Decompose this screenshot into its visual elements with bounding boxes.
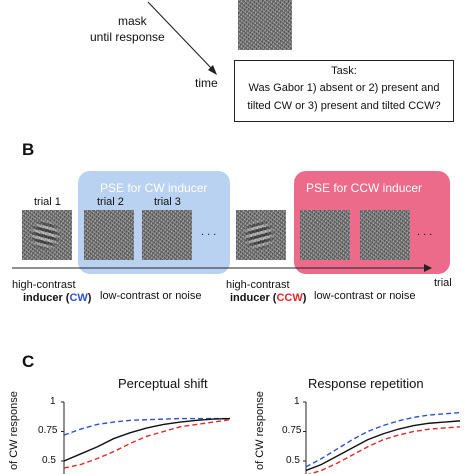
mask-noise-image bbox=[238, 0, 292, 50]
series-line-3 bbox=[307, 426, 461, 474]
task-line-2: tilted CW or 3) present and tilted CCW? bbox=[247, 100, 441, 112]
paren-open: ( bbox=[272, 292, 277, 304]
ccw-trial-noise-image-1 bbox=[300, 210, 350, 260]
paren-close: ) bbox=[87, 292, 92, 304]
left-ytick-05: 0.5 bbox=[42, 455, 56, 466]
inducer-cw-label: inducer (CW) bbox=[23, 292, 91, 304]
chart-right-title: Response repetition bbox=[308, 376, 424, 391]
low-contrast-label-cw: low-contrast or noise bbox=[100, 290, 202, 302]
left-ytick-1: 1 bbox=[50, 396, 56, 407]
paren-open: ( bbox=[65, 292, 70, 304]
right-ytick-05: 0.5 bbox=[286, 455, 300, 466]
right-ytick-1: 1 bbox=[294, 396, 300, 407]
mask-label: mask bbox=[118, 14, 147, 28]
trial-1-label: trial 1 bbox=[34, 196, 61, 208]
time-label: time bbox=[195, 76, 218, 90]
panel-letter-c: C bbox=[22, 352, 35, 371]
ccw-inducer-gabor-image bbox=[236, 210, 286, 260]
paren-close: ) bbox=[302, 292, 307, 304]
low-contrast-label-ccw: low-contrast or noise bbox=[314, 290, 416, 302]
pse-ccw-label: PSE for CCW inducer bbox=[306, 181, 423, 195]
left-ytick-075: 0.75 bbox=[38, 425, 58, 436]
chart-left-title: Perceptual shift bbox=[118, 376, 208, 391]
left-chart bbox=[61, 401, 231, 474]
task-box: Task: Was Gabor 1) absent or 2) present … bbox=[234, 60, 454, 122]
ccw-trial-noise-image-2 bbox=[360, 210, 410, 260]
trial-2-noise-image bbox=[84, 210, 134, 260]
dots-ccw: . . . bbox=[417, 226, 433, 238]
until-response-label: until response bbox=[90, 30, 165, 44]
task-line-1: Was Gabor 1) absent or 2) present and bbox=[248, 82, 440, 94]
high-contrast-label-cw: high-contrast bbox=[12, 279, 76, 291]
high-contrast-label-ccw: high-contrast bbox=[226, 279, 290, 291]
panel-letter-b: B bbox=[22, 140, 35, 159]
inducer-word: inducer bbox=[23, 292, 63, 304]
cw-text: CW bbox=[69, 292, 88, 304]
inducer-word: inducer bbox=[230, 292, 270, 304]
series-line-3 bbox=[63, 419, 231, 469]
task-title: Task: bbox=[331, 65, 357, 77]
series-line-1 bbox=[63, 417, 230, 436]
pse-cw-label: PSE for CW inducer bbox=[100, 181, 208, 195]
dots-cw: . . . bbox=[201, 226, 217, 238]
series-line-2 bbox=[63, 417, 231, 462]
right-chart bbox=[303, 401, 461, 474]
series-line-2 bbox=[305, 420, 461, 472]
right-ytick-075: 0.75 bbox=[282, 425, 302, 436]
ccw-text: CCW bbox=[276, 292, 303, 304]
trial-3-noise-image bbox=[142, 210, 192, 260]
trial-1-gabor-image bbox=[22, 210, 72, 260]
series-line-1 bbox=[305, 411, 461, 468]
trial-2-label: trial 2 bbox=[97, 196, 124, 208]
inducer-ccw-label: inducer (CCW) bbox=[230, 292, 306, 304]
trial-3-label: trial 3 bbox=[154, 196, 181, 208]
trial-axis-label: trial bbox=[434, 277, 452, 289]
